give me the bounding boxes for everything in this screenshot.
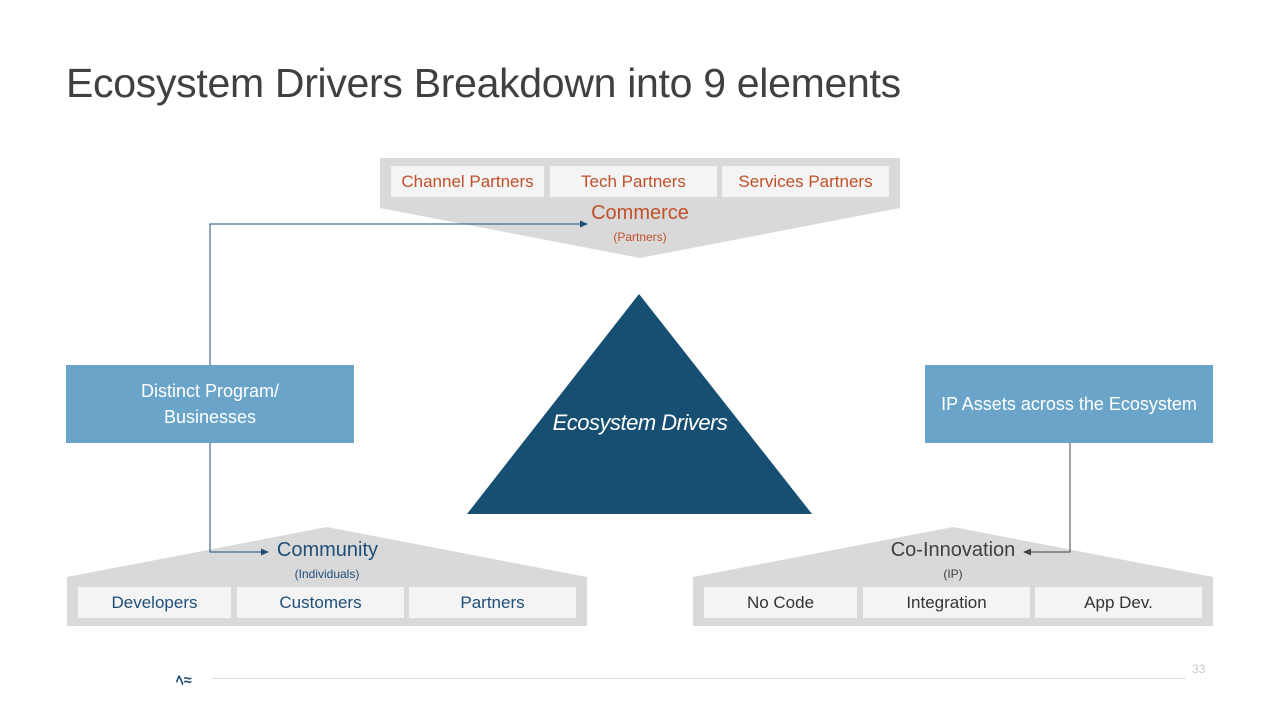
- ip-assets-label: IP Assets across the Ecosystem: [941, 394, 1197, 414]
- commerce-item-services-partners: Services Partners: [722, 166, 889, 197]
- community-label: Community: [276, 539, 379, 561]
- commerce-item-tech-partners: Tech Partners: [550, 166, 717, 197]
- community-sublabel: (Individuals): [294, 567, 360, 581]
- community-item-partners: Partners: [409, 587, 576, 618]
- coinnovation-item-no-code: No Code: [704, 587, 857, 618]
- company-logo-icon: ﾍ≈: [176, 672, 192, 689]
- distinct-program-box: Distinct Program/ Businesses: [66, 365, 354, 443]
- commerce-item-channel-partners: Channel Partners: [391, 166, 544, 197]
- connector-to-community: [209, 443, 269, 556]
- distinct-program-line2: Businesses: [163, 407, 257, 427]
- community-item-developers: Developers: [78, 587, 231, 618]
- slide-title: Ecosystem Drivers Breakdown into 9 eleme…: [66, 60, 901, 106]
- connector-to-commerce: [209, 220, 588, 365]
- connector-to-coinnovation: [1023, 443, 1071, 556]
- community-item-customers: Customers: [237, 587, 404, 618]
- ecosystem-triangle: [467, 294, 812, 514]
- page-number: 33: [1192, 662, 1206, 676]
- footer-divider: [212, 678, 1186, 679]
- commerce-sublabel: (Partners): [613, 230, 667, 244]
- coinnovation-sublabel: (IP): [943, 567, 963, 581]
- ip-assets-box: IP Assets across the Ecosystem: [925, 365, 1213, 443]
- coinnovation-item-app-dev: App Dev.: [1035, 587, 1202, 618]
- distinct-program-line1: Distinct Program/: [140, 381, 280, 401]
- coinnovation-item-integration: Integration: [863, 587, 1030, 618]
- coinnovation-label: Co-Innovation: [890, 539, 1016, 561]
- commerce-label: Commerce: [591, 202, 689, 224]
- ecosystem-drivers-label: Ecosystem Drivers: [552, 410, 728, 435]
